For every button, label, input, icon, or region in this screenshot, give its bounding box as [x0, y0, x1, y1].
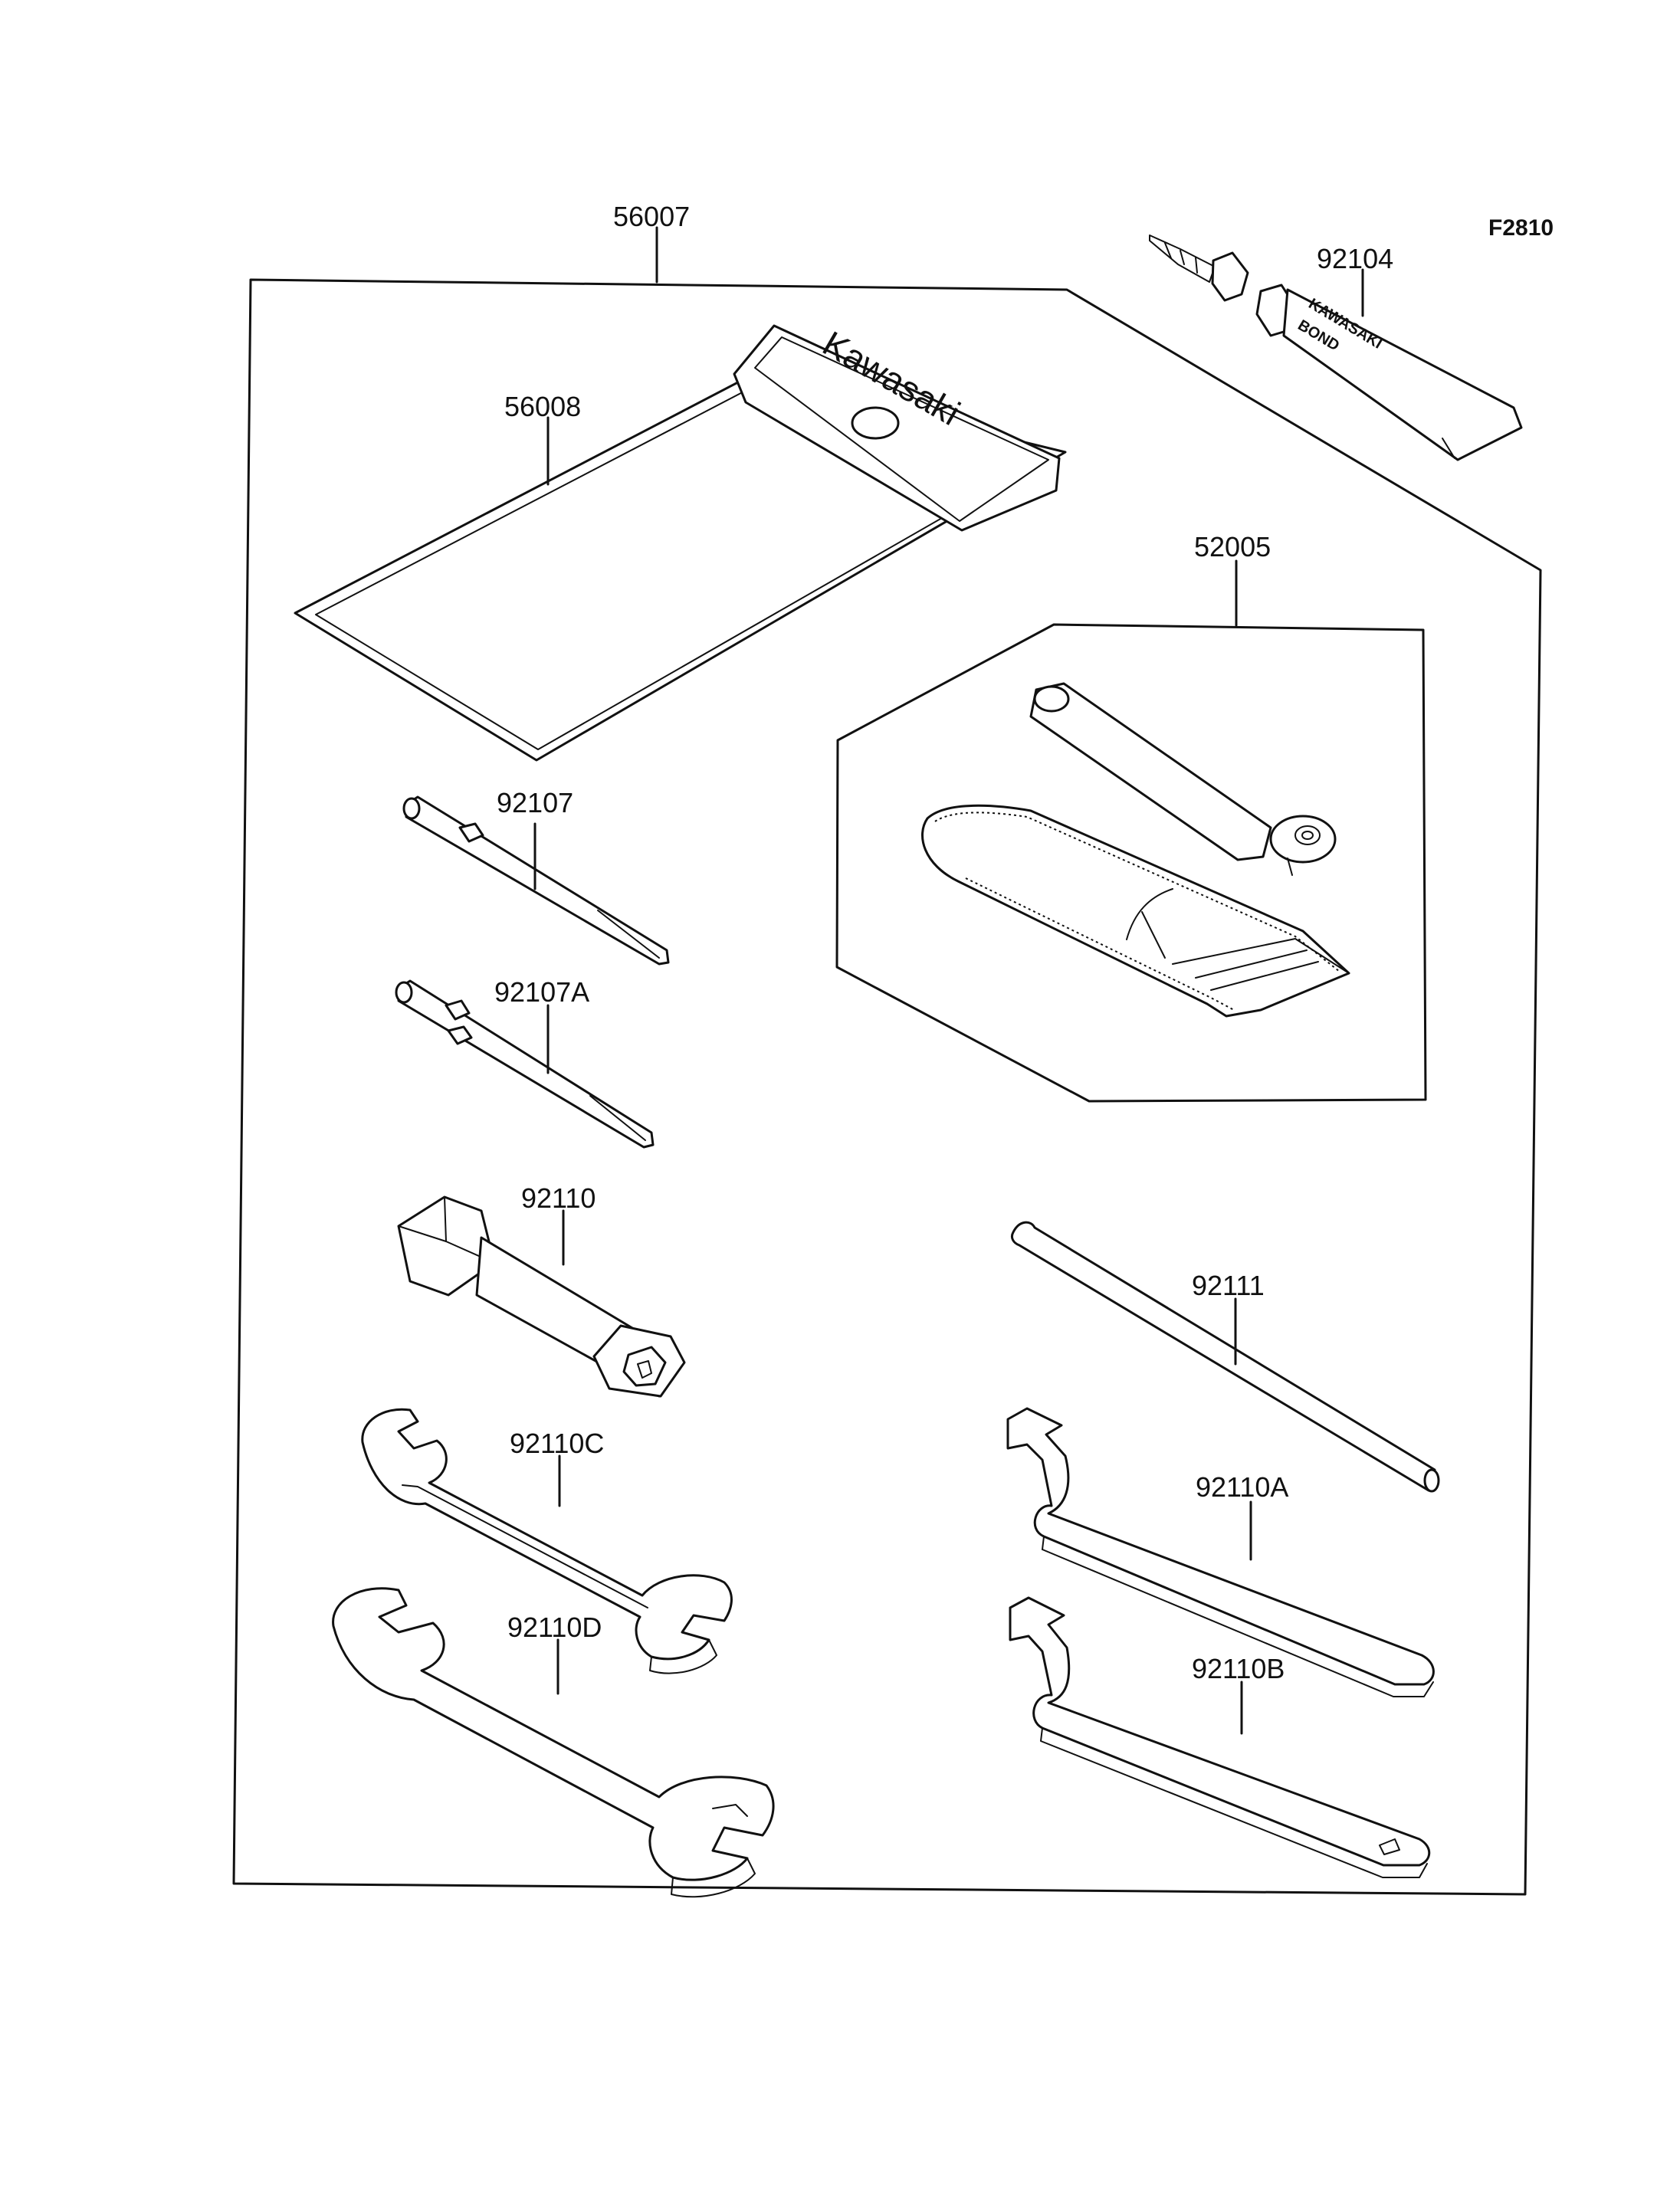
label-92110[interactable]: 92110 — [521, 1182, 596, 1214]
hook-spanner-92110A: 92110A — [1006, 1407, 1435, 1697]
label-92110C[interactable]: 92110C — [510, 1428, 604, 1459]
screwdriver-bit-92107A: 92107A — [395, 976, 655, 1149]
label-56008[interactable]: 56008 — [504, 391, 581, 422]
wrench-92110C: 92110C — [361, 1408, 733, 1674]
tire-pump-kit: 52005 — [835, 531, 1427, 1103]
label-92110D[interactable]: 92110D — [507, 1612, 602, 1643]
rod-92111: 92111 — [1010, 1221, 1440, 1493]
tool-kit-outline: 56007 — [232, 201, 1542, 1896]
label-92111[interactable]: 92111 — [1192, 1270, 1265, 1301]
spark-plug-wrench: 92110 — [397, 1182, 686, 1398]
label-92110A[interactable]: 92110A — [1196, 1471, 1288, 1503]
figure-reference: F2810 — [1488, 215, 1554, 241]
label-92107[interactable]: 92107 — [497, 787, 573, 818]
screwdriver-bit-92107: 92107 — [402, 787, 670, 966]
bond-tube: KAWASAKI BOND 92104 — [1149, 234, 1523, 461]
label-56007[interactable]: 56007 — [613, 201, 690, 232]
label-92104[interactable]: 92104 — [1317, 243, 1393, 274]
hook-spanner-92110B: 92110B — [1009, 1596, 1431, 1878]
wrench-92110D: 92110D — [332, 1587, 775, 1898]
label-52005[interactable]: 52005 — [1194, 531, 1271, 562]
tool-pouch: Kawasaki 56008 — [294, 323, 1067, 762]
label-92107A[interactable]: 92107A — [494, 976, 589, 1008]
label-92110B[interactable]: 92110B — [1192, 1653, 1285, 1684]
